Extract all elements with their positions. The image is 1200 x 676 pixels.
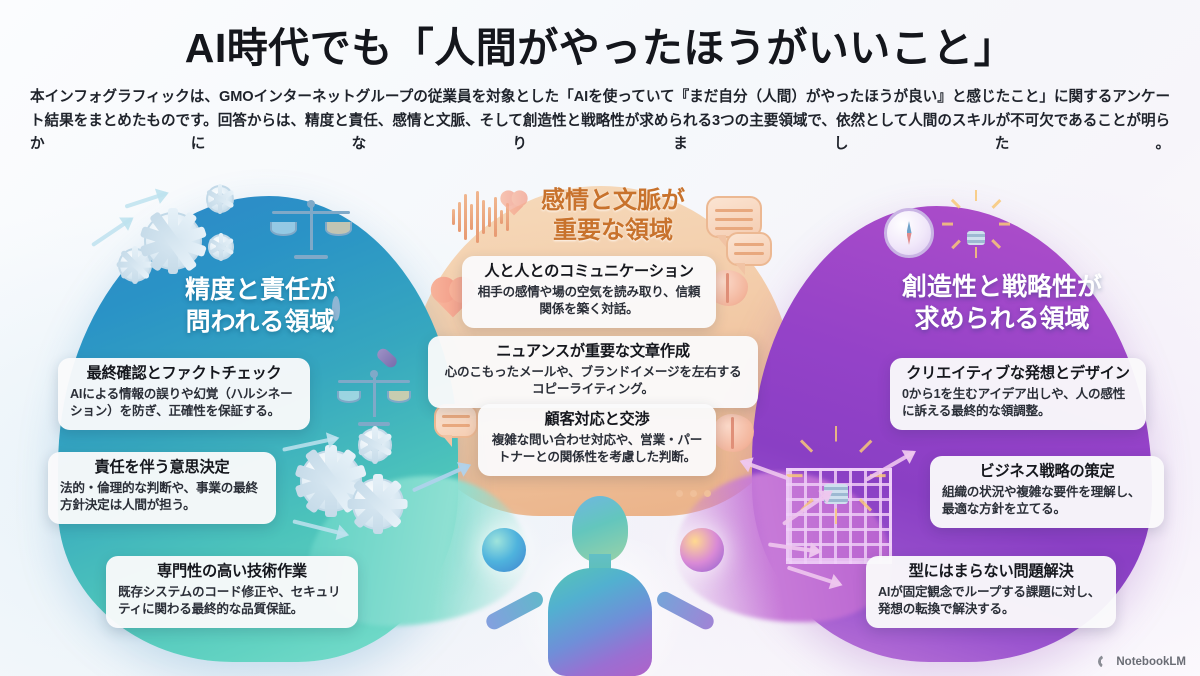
notebooklm-logo-icon [1098, 655, 1112, 668]
card-center-3: 顧客対応と交渉 複雑な問い合わせ対応や、営業・パートナーとの関係性を考慮した判断… [478, 404, 716, 477]
card-left-2: 責任を伴う意思決定 法的・倫理的な判断や、事業の最終方針決定は人間が担う。 [48, 452, 276, 525]
card-title: 顧客対応と交渉 [544, 411, 650, 428]
card-right-3: 型にはまらない問題解決 AIが固定観念でループする課題に対し、発想の転換で解決す… [866, 556, 1116, 629]
arrow-icon [123, 184, 172, 215]
card-title: 最終確認とファクトチェック [86, 365, 282, 382]
card-title: クリエイティブな発想とデザイン [906, 365, 1130, 382]
card-right-1: クリエイティブな発想とデザイン 0から1を生むアイデア出しや、人の感性に訴える最… [890, 358, 1146, 431]
header: AI時代でも「人間がやったほうがいいこと」 本インフォグラフィックは、GMOイン… [0, 0, 1200, 157]
card-left-1: 最終確認とファクトチェック AIによる情報の誤りや幻覚（ハルシネーション）を防ぎ… [58, 358, 310, 431]
card-left-3: 専門性の高い技術作業 既存システムのコード修正や、セキュリティに関わる最終的な品… [106, 556, 358, 629]
notebooklm-watermark: NotebookLM [1098, 655, 1186, 668]
page-title: AI時代でも「人間がやったほうがいいこと」 [184, 25, 1016, 71]
human-silhouette-illustration [483, 496, 717, 676]
card-title: 専門性の高い技術作業 [157, 563, 307, 580]
card-description: 組織の状況や複雑な要件を理解し、最適な方針を立てる。 [942, 484, 1141, 517]
card-right-2: ビジネス戦略の策定 組織の状況や複雑な要件を理解し、最適な方針を立てる。 [930, 456, 1164, 529]
card-description: 法的・倫理的な判断や、事業の最終方針決定は人間が担う。 [60, 480, 258, 513]
card-description: 0から1を生むアイデア出しや、人の感性に訴える最終的な領調整。 [902, 386, 1126, 419]
card-title: 人と人とのコミュニケーション [484, 263, 694, 280]
left-orb-icon [482, 528, 526, 572]
card-description: AIが固定観念でループする課題に対し、発想の転換で解決する。 [878, 584, 1101, 617]
card-title: ビジネス戦略の策定 [979, 463, 1115, 480]
figure-head [572, 496, 628, 562]
card-description: 既存システムのコード修正や、セキュリティに関わる最終的な品質保証。 [118, 584, 341, 617]
notebooklm-label: NotebookLM [1116, 655, 1186, 668]
right-orb-icon [680, 528, 724, 572]
card-title: 型にはまらない問題解決 [908, 563, 1074, 580]
card-description: 複雑な問い合わせ対応や、営業・パートナーとの関係性を考慮した判断。 [491, 432, 703, 465]
card-description: AIによる情報の誤りや幻覚（ハルシネーション）を防ぎ、正確性を保証する。 [70, 386, 293, 419]
page-subtitle: 本インフォグラフィックは、GMOインターネットグループの従業員を対象とした「AI… [30, 88, 1170, 153]
figure-torso [548, 568, 652, 676]
card-title: ニュアンスが重要な文章作成 [496, 343, 690, 360]
card-description: 相手の感情や場の空気を読み取り、信頼関係を築く対話。 [477, 284, 701, 317]
arrow-icon [88, 210, 139, 252]
card-center-2: ニュアンスが重要な文章作成 心のこもったメールや、ブランドイメージを左右するコピ… [428, 336, 758, 409]
card-title: 責任を伴う意思決定 [94, 459, 230, 476]
card-description: 心のこもったメールや、ブランドイメージを左右するコピーライティング。 [444, 364, 742, 397]
card-center-1: 人と人とのコミュニケーション 相手の感情や場の空気を読み取り、信頼関係を築く対話… [462, 256, 716, 329]
